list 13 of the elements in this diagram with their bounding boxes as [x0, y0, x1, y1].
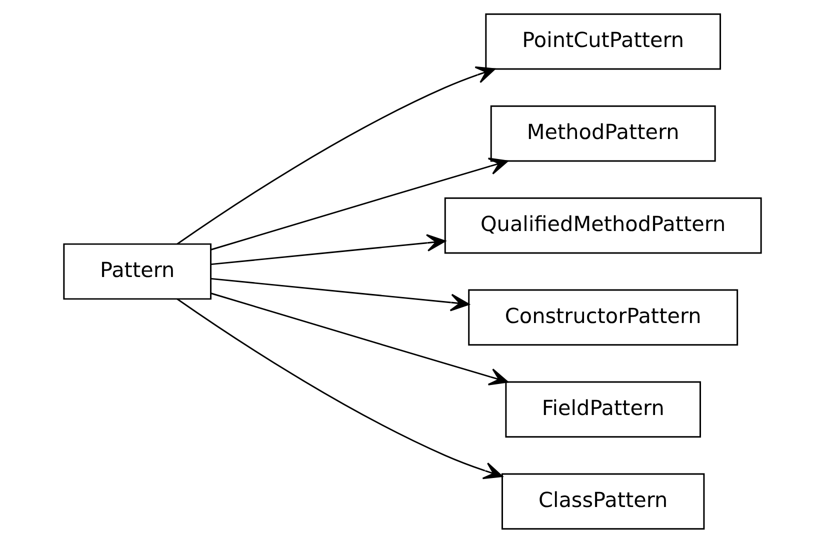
arrow: [211, 292, 508, 386]
node-box: Pattern: [63, 243, 212, 300]
arrow: [176, 66, 496, 245]
node-box: ClassPattern: [502, 473, 705, 530]
arrow: [211, 278, 470, 312]
node-box: FieldPattern: [505, 381, 701, 438]
arrow: [211, 234, 446, 266]
arrow: [211, 158, 508, 250]
node-box: MethodPattern: [490, 105, 716, 162]
arrow: [176, 298, 503, 480]
node-box: ConstructorPattern: [468, 289, 738, 346]
node-box: PointCutPattern: [485, 13, 722, 70]
node-box: QualifiedMethodPattern: [444, 197, 762, 254]
